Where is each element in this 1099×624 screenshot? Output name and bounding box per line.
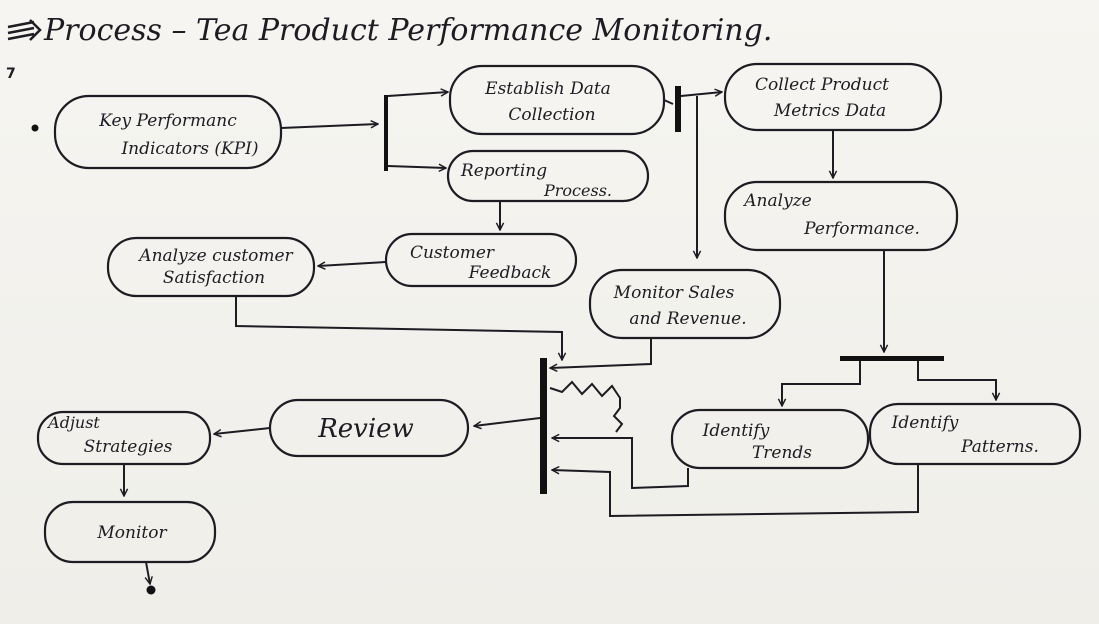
node-customer-feedback: Customer Feedback xyxy=(384,232,578,288)
node-analyze-perf-line-2: Performance. xyxy=(803,219,920,239)
edge-join-to-review xyxy=(474,417,541,426)
node-monitor: Monitor xyxy=(43,500,217,564)
node-patterns-line-1: Identify xyxy=(891,413,959,433)
node-analyze-performance: Analyze Performance. xyxy=(723,180,959,252)
edge-feedback-to-analyze-cust xyxy=(318,261,387,266)
edge-review-to-adjust xyxy=(214,427,271,434)
node-trends-line-1: Identify xyxy=(702,421,770,441)
node-analyze-perf-line-1: Analyze xyxy=(742,191,811,211)
node-kpi: Key Performanc Indicators (KPI) xyxy=(53,94,283,170)
page-marker: 7 xyxy=(6,66,16,82)
node-identify-patterns: Identify Patterns. xyxy=(868,402,1082,466)
edge-join-scribble xyxy=(549,380,624,433)
node-feedback-line-2: Feedback xyxy=(468,263,552,283)
node-collect-product-metrics: Collect Product Metrics Data xyxy=(723,62,943,132)
node-adjust-strategies: Adjust Strategies xyxy=(36,410,212,466)
end-dot xyxy=(146,585,156,595)
edge-establish-to-fork2 xyxy=(663,99,674,105)
node-trends-line-2: Trends xyxy=(752,443,812,463)
node-reporting-line-1: Reporting xyxy=(460,161,547,181)
fork-bar-2 xyxy=(675,86,681,132)
edge-monitor-to-end xyxy=(146,561,150,584)
node-reporting-line-2: Process. xyxy=(543,181,612,200)
node-review: Review xyxy=(268,398,470,458)
node-analyze-cust-line-2: Satisfaction xyxy=(163,268,265,288)
node-analyze-customer-satisfaction: Analyze customer Satisfaction xyxy=(106,236,316,298)
edge-fork2-to-collect xyxy=(680,92,722,97)
title-bullet-icon xyxy=(7,19,42,41)
bullet-dot xyxy=(31,124,39,132)
node-reporting-process: Reporting Process. xyxy=(446,149,650,203)
node-collect-line-2: Metrics Data xyxy=(773,101,886,121)
edge-patterns-to-join xyxy=(552,464,919,518)
fork-bar-1 xyxy=(384,95,388,171)
edge-monitor-sales-to-join xyxy=(550,338,652,368)
node-establish-line-1: Establish Data xyxy=(484,79,611,99)
node-monitor-sales-line-1: Monitor Sales xyxy=(613,283,735,303)
node-adjust-line-1: Adjust xyxy=(46,413,100,432)
edge-fork3-to-patterns xyxy=(917,361,996,400)
edge-fork-to-establish xyxy=(387,92,448,97)
node-feedback-line-1: Customer xyxy=(410,243,495,263)
join-bar xyxy=(540,358,547,494)
edge-analyze-cust-to-join xyxy=(235,296,562,360)
node-kpi-line-1: Key Performanc xyxy=(98,111,237,131)
node-kpi-line-2: Indicators (KPI) xyxy=(120,139,258,159)
node-establish-line-2: Collection xyxy=(508,105,595,125)
node-establish-data-collection: Establish Data Collection xyxy=(448,64,666,136)
edge-fork-to-reporting xyxy=(387,166,446,168)
node-adjust-line-2: Strategies xyxy=(84,437,173,457)
edge-trends-to-join xyxy=(552,438,689,490)
node-analyze-cust-line-1: Analyze customer xyxy=(137,246,293,266)
node-identify-trends: Identify Trends xyxy=(670,408,870,470)
node-review-line-1: Review xyxy=(317,414,414,444)
node-collect-line-1: Collect Product xyxy=(755,75,889,95)
node-monitor-line-1: Monitor xyxy=(96,523,167,543)
edge-kpi-to-fork xyxy=(280,124,378,129)
node-patterns-line-2: Patterns. xyxy=(960,437,1039,457)
node-monitor-sales-line-2: and Revenue. xyxy=(629,309,746,329)
diagram-title: Process – Tea Product Performance Monito… xyxy=(43,13,772,48)
edge-fork3-to-trends xyxy=(782,361,861,406)
fork-bar-3 xyxy=(840,356,944,361)
edges xyxy=(124,92,996,584)
node-monitor-sales-revenue: Monitor Sales and Revenue. xyxy=(588,268,782,340)
